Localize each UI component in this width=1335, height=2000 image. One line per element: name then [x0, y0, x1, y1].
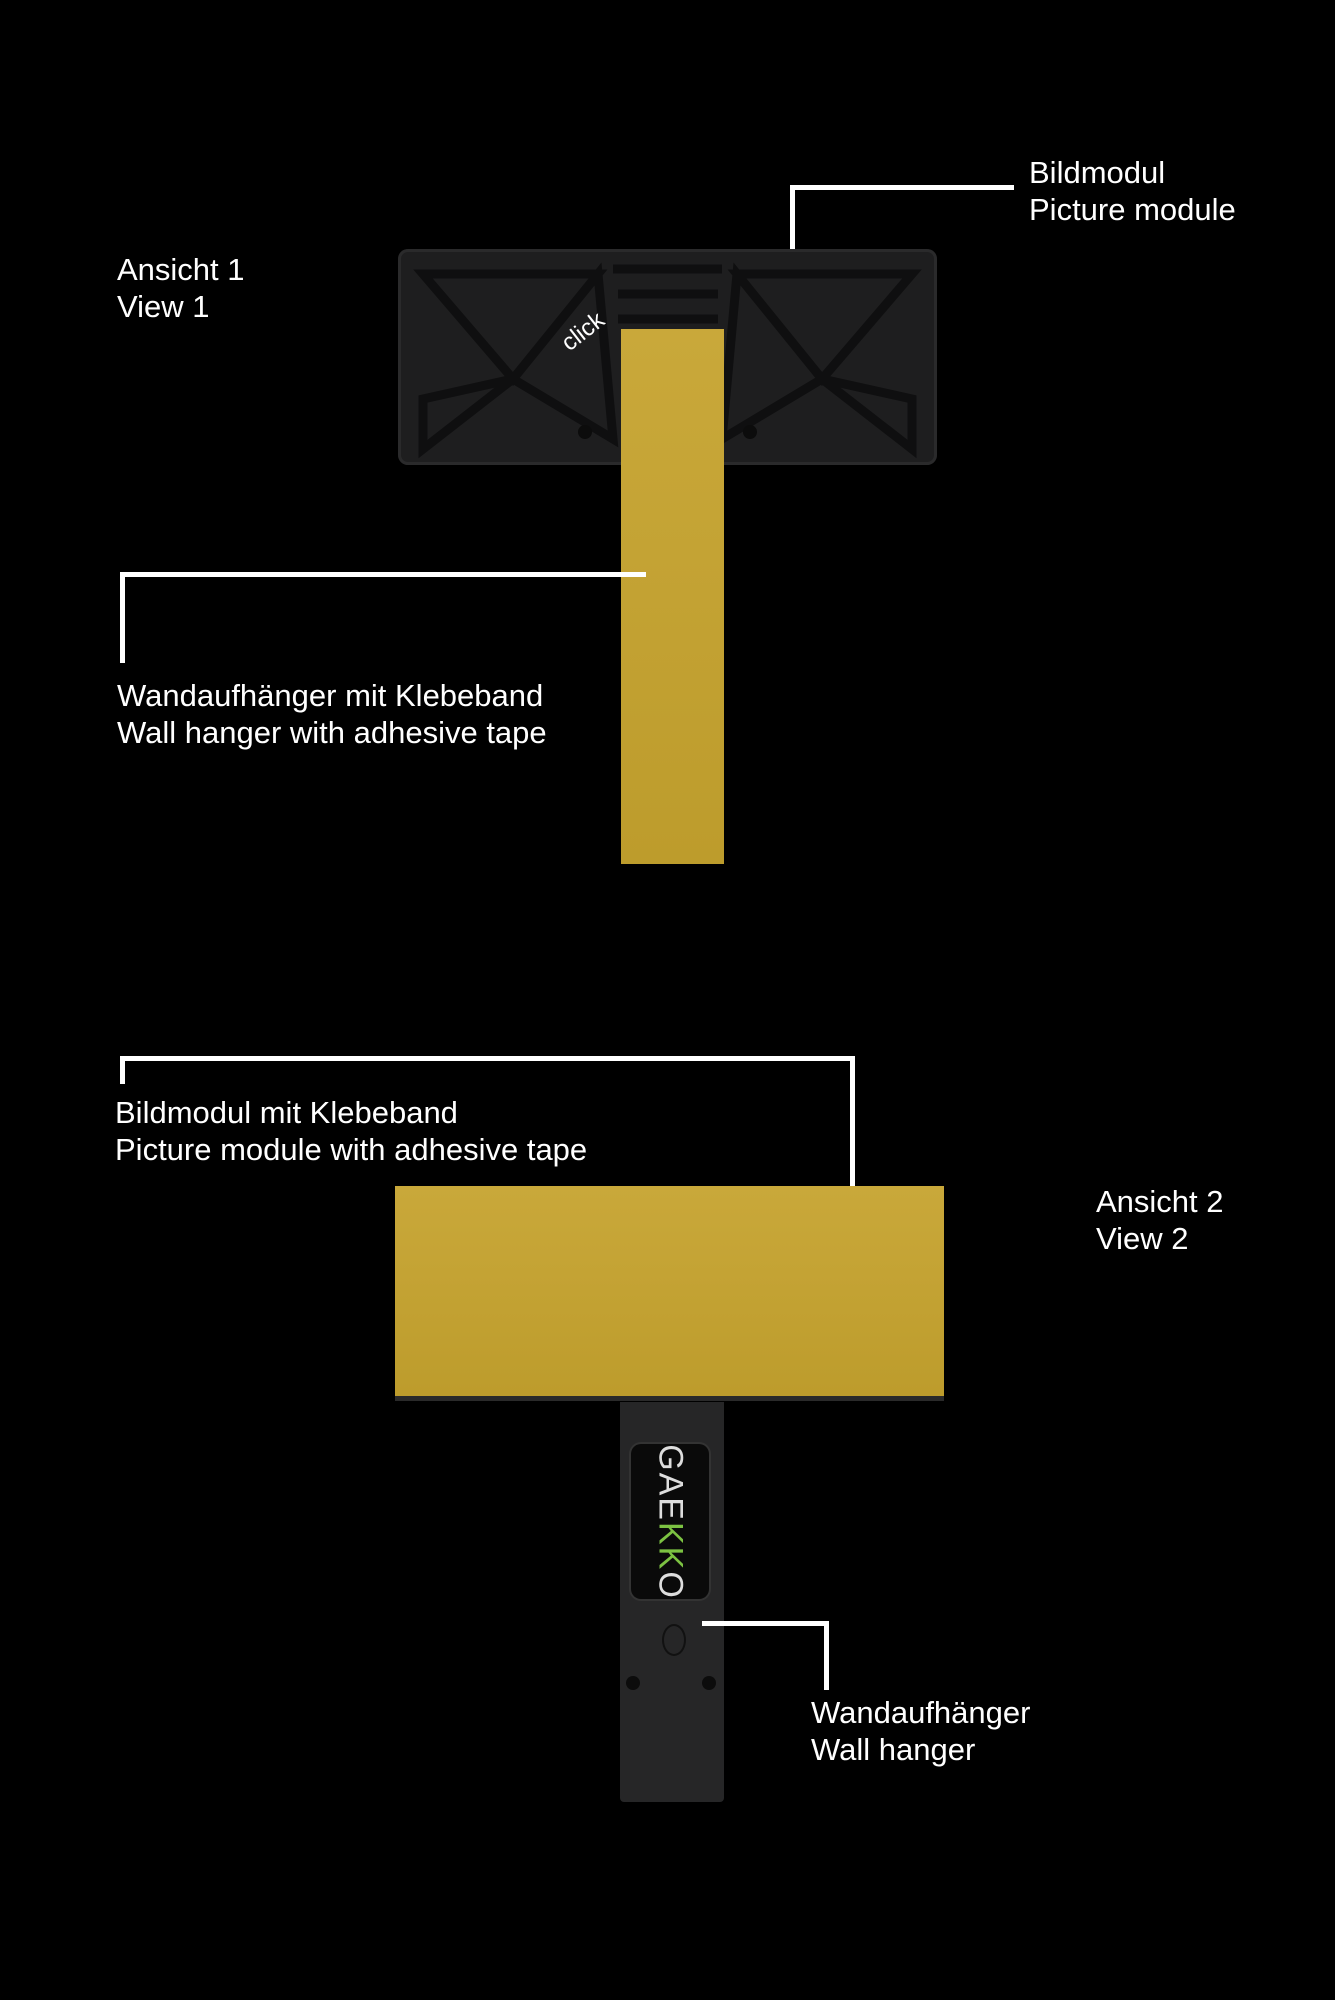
callout-line	[120, 1056, 855, 1061]
picture-module-tape-label: Bildmodul mit Klebeband Picture module w…	[115, 1094, 587, 1168]
picture-module-label-en: Picture module	[1029, 192, 1236, 227]
callout-line	[122, 572, 646, 577]
callout-line	[120, 572, 125, 663]
wall-hanger-tape-label: Wandaufhänger mit Klebeband Wall hanger …	[117, 677, 547, 751]
callout-line	[790, 185, 795, 274]
view1-title-en: View 1	[117, 289, 210, 324]
plate-ribs	[413, 262, 922, 459]
picture-module-label: Bildmodul Picture module	[1029, 154, 1236, 228]
callout-line	[790, 185, 1014, 190]
screw-hole	[578, 425, 592, 439]
logo-part: KK	[651, 1521, 690, 1571]
callout-line	[120, 1056, 125, 1084]
screw-hole	[743, 425, 757, 439]
wall-hanger-tape	[621, 329, 724, 864]
view1-title-de: Ansicht 1	[117, 252, 245, 287]
wall-hanger-tape-label-en: Wall hanger with adhesive tape	[117, 715, 547, 750]
gaekko-logo: GAEKKO	[631, 1444, 709, 1599]
screw-hole	[626, 1676, 640, 1690]
logo-part: O	[651, 1570, 690, 1600]
picture-module-tape	[395, 1186, 944, 1401]
wall-hanger-label-en: Wall hanger	[811, 1732, 976, 1767]
wall-hanger-label-de: Wandaufhänger	[811, 1695, 1031, 1730]
view2-title: Ansicht 2 View 2	[1096, 1183, 1224, 1257]
picture-module-tape-label-de: Bildmodul mit Klebeband	[115, 1095, 458, 1130]
callout-line	[824, 1621, 829, 1690]
logo-part: GAE	[651, 1443, 690, 1522]
picture-module-label-de: Bildmodul	[1029, 155, 1166, 190]
screw-hole	[702, 1676, 716, 1690]
view2-title-en: View 2	[1096, 1221, 1189, 1256]
view1-title: Ansicht 1 View 1	[117, 251, 245, 325]
wall-hanger-label: Wandaufhänger Wall hanger	[811, 1694, 1030, 1768]
callout-line	[702, 1621, 829, 1626]
picture-module-tape-label-en: Picture module with adhesive tape	[115, 1132, 588, 1167]
wall-hanger-tape-label-de: Wandaufhänger mit Klebeband	[117, 678, 544, 713]
hanger-slot	[662, 1624, 686, 1656]
callout-line	[850, 1056, 855, 1202]
logo-text: GAEKKO	[651, 1444, 690, 1600]
view2-title-de: Ansicht 2	[1096, 1184, 1224, 1219]
